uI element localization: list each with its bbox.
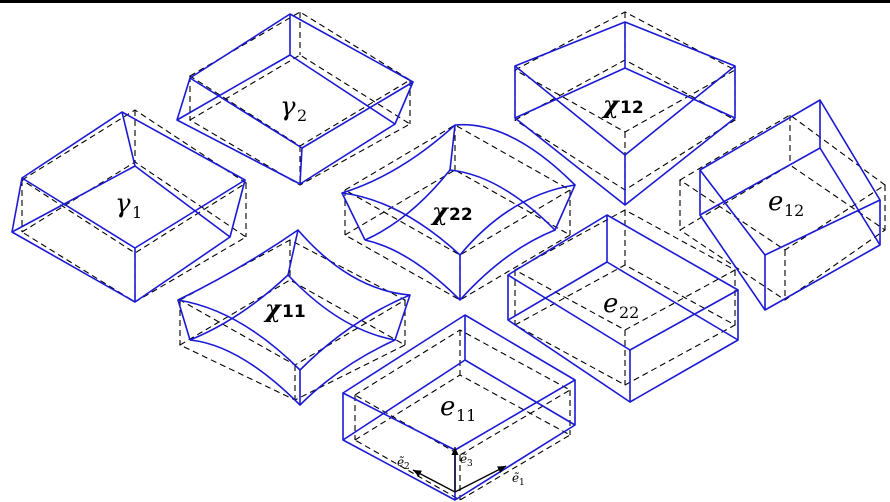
svg-text:11: 11 bbox=[282, 302, 306, 322]
svg-text:χ: χ bbox=[263, 294, 282, 323]
label-e22: e 22 bbox=[603, 289, 639, 322]
axis-e2-label: ẽ 2 bbox=[397, 455, 410, 472]
box-chi22 bbox=[341, 123, 576, 301]
axis-e2-arrow bbox=[412, 469, 456, 493]
label-chi22: χ 22 bbox=[430, 197, 473, 226]
box-gamma1 bbox=[11, 109, 248, 303]
svg-text:2: 2 bbox=[404, 462, 410, 472]
svg-text:γ: γ bbox=[115, 189, 131, 219]
box-e22 bbox=[507, 209, 739, 403]
label-e11: e 11 bbox=[440, 392, 476, 425]
svg-text:ẽ: ẽ bbox=[460, 452, 467, 466]
svg-text:12: 12 bbox=[620, 98, 644, 118]
svg-text:1: 1 bbox=[132, 203, 142, 222]
box-e11 bbox=[342, 314, 576, 501]
svg-text:11: 11 bbox=[456, 406, 476, 425]
svg-text:χ: χ bbox=[601, 90, 620, 119]
svg-text:1: 1 bbox=[519, 478, 525, 488]
svg-text:ẽ: ẽ bbox=[512, 471, 519, 485]
axis-e1-arrow bbox=[454, 465, 507, 493]
box-gamma2 bbox=[176, 11, 414, 186]
svg-text:e: e bbox=[603, 289, 618, 319]
svg-text:e: e bbox=[440, 392, 455, 422]
box-chi12 bbox=[513, 11, 737, 206]
box-chi11 bbox=[177, 229, 411, 406]
box-e12 bbox=[678, 99, 886, 311]
label-chi12: χ 12 bbox=[601, 90, 644, 119]
label-gamma1: γ 1 bbox=[115, 189, 142, 222]
svg-text:3: 3 bbox=[467, 459, 473, 469]
svg-text:e: e bbox=[768, 187, 783, 217]
svg-text:22: 22 bbox=[449, 205, 473, 225]
svg-text:12: 12 bbox=[784, 201, 804, 220]
svg-text:2: 2 bbox=[297, 106, 307, 125]
label-chi11: χ 11 bbox=[263, 294, 306, 323]
axis-e1-label: ẽ 1 bbox=[512, 471, 525, 488]
svg-text:22: 22 bbox=[619, 303, 639, 322]
svg-text:χ: χ bbox=[430, 197, 449, 226]
label-e12: e 12 bbox=[768, 187, 804, 220]
axis-e3-label: ẽ 3 bbox=[460, 452, 473, 469]
label-gamma2: γ 2 bbox=[280, 92, 307, 125]
svg-text:ẽ: ẽ bbox=[397, 455, 404, 469]
top-rule bbox=[0, 0, 890, 3]
coordinate-axes: ẽ 3 ẽ 2 ẽ 1 bbox=[397, 447, 525, 493]
svg-text:γ: γ bbox=[280, 92, 296, 122]
